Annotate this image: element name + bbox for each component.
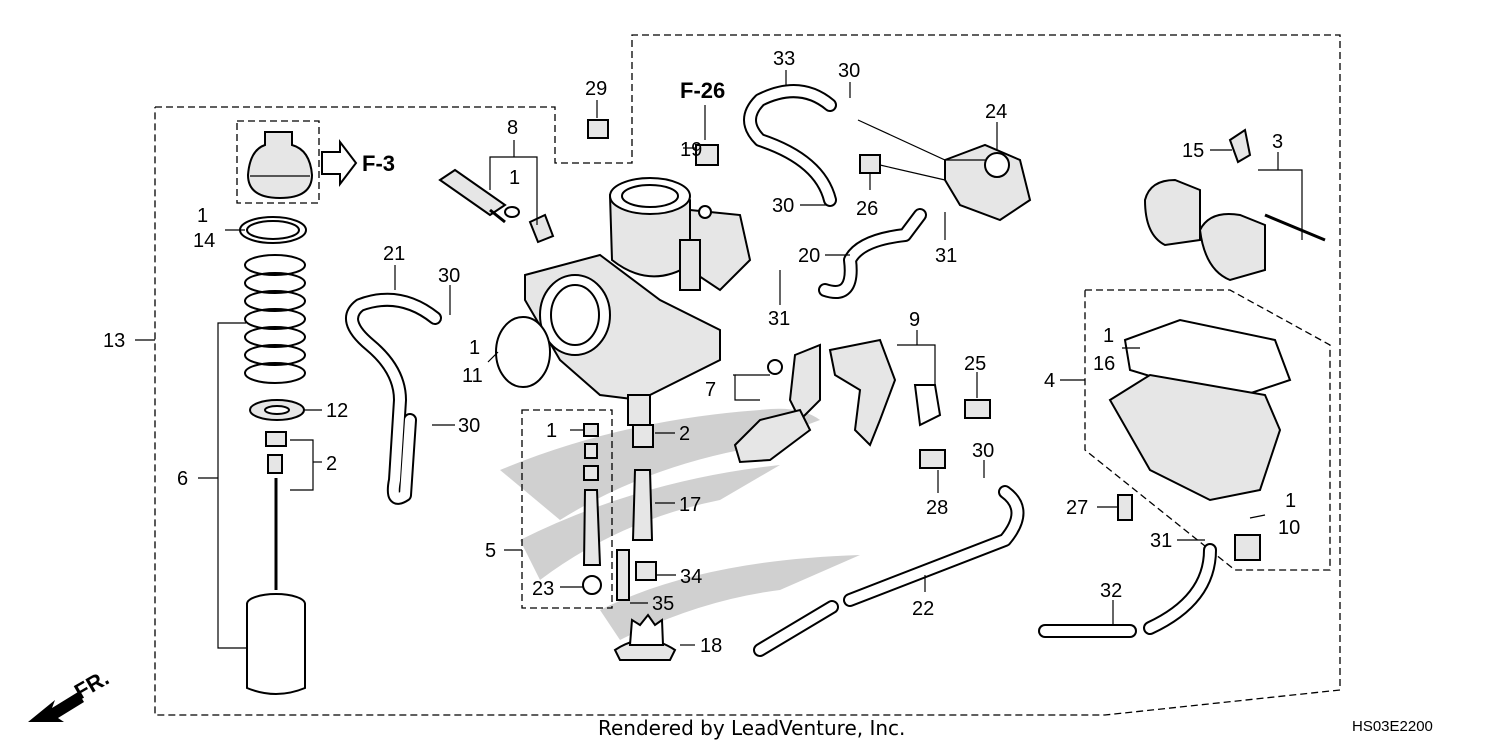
callout-20: 20 [798, 245, 820, 267]
callout-2-needle: 2 [326, 453, 337, 475]
callout-16: 16 [1093, 353, 1115, 375]
ref-f3-label: F-3 [362, 151, 395, 176]
pilot-screw [438, 119, 609, 244]
callout-10: 10 [1278, 517, 1300, 539]
callout-1-cap: 1 [197, 205, 208, 227]
callout-2-jet: 2 [679, 423, 690, 445]
callout-30-right: 30 [972, 440, 994, 462]
callout-3: 3 [1272, 131, 1283, 153]
callout-12: 12 [326, 400, 348, 422]
callout-31-center: 31 [768, 308, 790, 330]
callout-6: 6 [177, 468, 188, 490]
air-cut-valve [695, 143, 1032, 222]
callout-34: 34 [680, 566, 702, 588]
diagram-code: HS03E2200 [1352, 718, 1433, 735]
callout-13: 13 [103, 330, 125, 352]
watermark-wing [500, 408, 860, 640]
callout-32: 32 [1100, 580, 1122, 602]
callout-1-drain: 1 [1285, 490, 1296, 512]
float-chamber [1108, 128, 1326, 561]
callout-31-lower: 31 [1150, 530, 1172, 552]
hoses [345, 84, 1217, 657]
callout-30-left: 30 [438, 265, 460, 287]
callout-21: 21 [383, 243, 405, 265]
footer-credit: Rendered by LeadVenture, Inc. [598, 716, 905, 740]
callout-11: 11 [462, 365, 483, 387]
f3-reference-arrow [321, 139, 358, 187]
leader-lines [135, 70, 1303, 649]
callout-33: 33 [773, 48, 795, 70]
callout-30-top: 30 [838, 60, 860, 82]
throttle-bracket [733, 338, 991, 469]
callout-1-screw: 1 [509, 167, 520, 189]
callout-1-gasket: 1 [469, 337, 480, 359]
callout-5: 5 [485, 540, 496, 562]
callout-23: 23 [532, 578, 554, 600]
carburetor-body [495, 177, 752, 426]
callout-19: 19 [680, 139, 702, 161]
callout-31-upper: 31 [935, 245, 957, 267]
callout-24: 24 [985, 101, 1007, 123]
callout-1-jet: 1 [546, 420, 557, 442]
ref-f26-label: F-26 [680, 78, 725, 103]
callout-18: 18 [700, 635, 722, 657]
callout-8: 8 [507, 117, 518, 139]
callout-35: 35 [652, 593, 674, 615]
callout-28: 28 [926, 497, 948, 519]
callout-30-lower: 30 [458, 415, 480, 437]
callout-29: 29 [585, 78, 607, 100]
callout-22: 22 [912, 598, 934, 620]
part-callouts: 1 14 13 6 12 2 8 1 29 19 33 30 24 30 26 … [103, 48, 1300, 657]
callout-7: 7 [705, 379, 716, 401]
spring [244, 254, 306, 384]
front-direction-arrow: FR. [28, 665, 113, 722]
callout-4: 4 [1044, 370, 1055, 392]
callout-15: 15 [1182, 140, 1204, 162]
left-parts [239, 131, 314, 695]
jet-components [582, 423, 677, 661]
callout-9: 9 [909, 309, 920, 331]
callout-30-mid: 30 [772, 195, 794, 217]
callout-1-chamber: 1 [1103, 325, 1114, 347]
callout-27: 27 [1066, 497, 1088, 519]
callout-25: 25 [964, 353, 986, 375]
callout-17: 17 [679, 494, 701, 516]
callout-26: 26 [856, 198, 878, 220]
assembly-boundaries [154, 34, 1341, 716]
callout-14: 14 [193, 230, 215, 252]
